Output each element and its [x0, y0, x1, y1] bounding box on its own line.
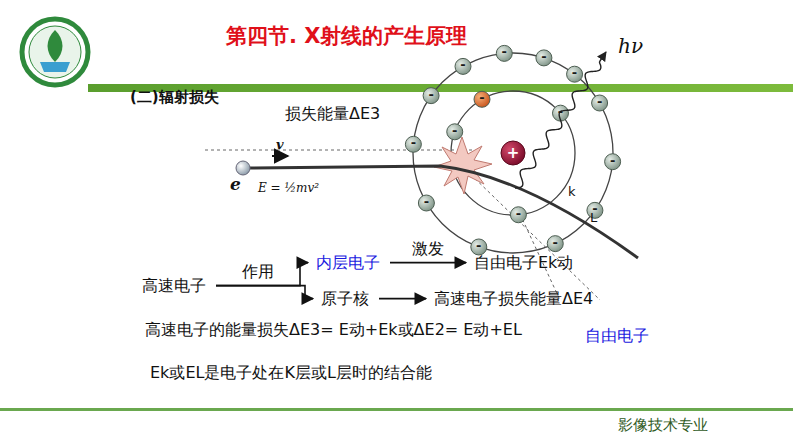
electron-sign: - [558, 104, 563, 120]
electron-sign: - [597, 94, 602, 110]
electron-sign: - [516, 206, 521, 222]
electron-sign: - [553, 235, 558, 251]
photon-wave [515, 52, 606, 188]
binding-energy-note: Ek或EL是电子处在K层或L层时的结合能 [150, 363, 432, 382]
electron-sign: - [411, 135, 416, 151]
electron-symbol: e [230, 174, 241, 194]
electron-sign: - [610, 153, 615, 169]
electron-sign: - [572, 65, 577, 81]
electron-sign: - [452, 123, 457, 139]
orbit-electron [567, 66, 583, 82]
orbit-electron [552, 105, 568, 121]
flow-term: 内层电子 [312, 251, 384, 274]
energy-loss-label: 损失能量ΔE3 [285, 104, 380, 123]
orbit-electron [455, 58, 471, 74]
shell-label: k [568, 184, 576, 200]
electron-sign: - [460, 58, 465, 74]
nucleus-sign: + [507, 144, 520, 162]
orbit-electron [547, 236, 563, 252]
dashed-guide [205, 150, 475, 151]
flow-arrow [390, 262, 466, 264]
flow-term: 原子核 [317, 287, 373, 310]
flow-arrow [379, 298, 426, 300]
orbit-electron [471, 239, 487, 255]
orbit-electron [496, 45, 512, 61]
arrow-label: 作用 [240, 262, 276, 283]
electron-sign: - [479, 91, 484, 107]
formula-line: 高速电子的能量损失ΔE3= E动+Ek或ΔE2= E动+EL [145, 320, 522, 339]
flow-arrow [216, 286, 313, 299]
flow-text: 内层电子 [316, 253, 380, 272]
orbit-electron [592, 95, 608, 111]
orbit-electron [447, 124, 463, 140]
orbit-electron [418, 195, 434, 211]
orbit-electron [587, 202, 603, 218]
flow-text: 高速电子损失能量ΔE4 [434, 289, 593, 308]
orbit-electron [510, 207, 526, 223]
footer-label: 影像技术专业 [618, 416, 708, 434]
school-logo [22, 19, 88, 85]
incoming-electron [236, 161, 250, 175]
flow-text: 自由电子Ek动 [474, 253, 573, 272]
velocity-symbol: v [276, 137, 284, 153]
flow-term: 自由电子Ek动 [470, 251, 577, 274]
electron-sign: - [476, 238, 481, 254]
dashed-guide [462, 166, 600, 300]
electron-sign: - [592, 202, 597, 218]
flow-text: 高速电子 [142, 276, 206, 295]
electron-sign: - [424, 194, 429, 210]
flow-term: 高速电子损失能量ΔE4 [430, 287, 597, 310]
electron-sign: - [541, 49, 546, 65]
nucleus [501, 141, 525, 165]
orbit-electron [605, 154, 621, 170]
footer-line [0, 408, 793, 411]
orbit-electron [405, 136, 421, 152]
flow-text: 原子核 [321, 289, 369, 308]
photon-label: hν [618, 34, 643, 58]
orbit-electron [474, 91, 490, 107]
electron-sign: - [502, 45, 507, 61]
slide-title: 第四节. X射线的产生原理 [226, 24, 467, 49]
orbit-electron [536, 50, 552, 66]
velocity-arrow [272, 155, 288, 157]
orbit-electron [423, 88, 439, 104]
section-heading: (二)辐射损失 [130, 88, 219, 106]
arrow-label: 激发 [410, 239, 446, 260]
energy-formula: E = ½mv² [258, 181, 319, 195]
electron-sign: - [428, 87, 433, 103]
free-electron-note: 自由电子 [585, 326, 649, 345]
flow-term: 高速电子 [138, 274, 210, 297]
